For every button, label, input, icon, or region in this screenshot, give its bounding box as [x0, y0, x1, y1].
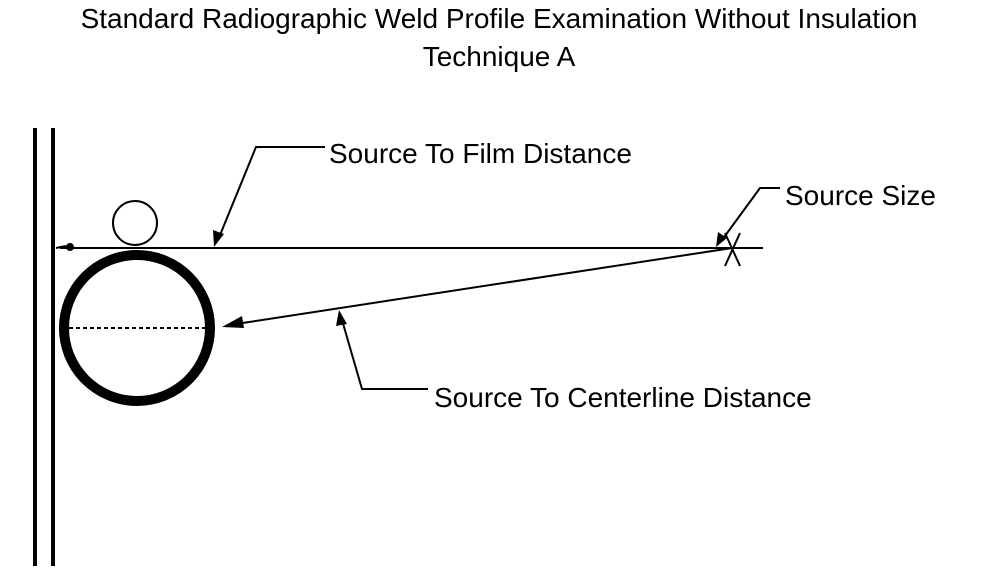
source-to-centerline-line	[222, 247, 733, 328]
source-marker	[724, 232, 741, 267]
diagram-subtitle: Technique A	[422, 41, 576, 72]
leader-source-size	[716, 187, 780, 247]
weld-circle	[112, 200, 158, 246]
leader-source-to-film	[213, 146, 325, 247]
label-source-size: Source Size	[785, 180, 936, 211]
label-source-to-centerline-distance: Source To Centerline Distance	[434, 382, 812, 413]
leader-source-to-centerline	[336, 310, 428, 390]
label-source-to-film-distance: Source To Film Distance	[329, 138, 632, 169]
diagram-title: Standard Radiographic Weld Profile Exami…	[80, 3, 918, 34]
